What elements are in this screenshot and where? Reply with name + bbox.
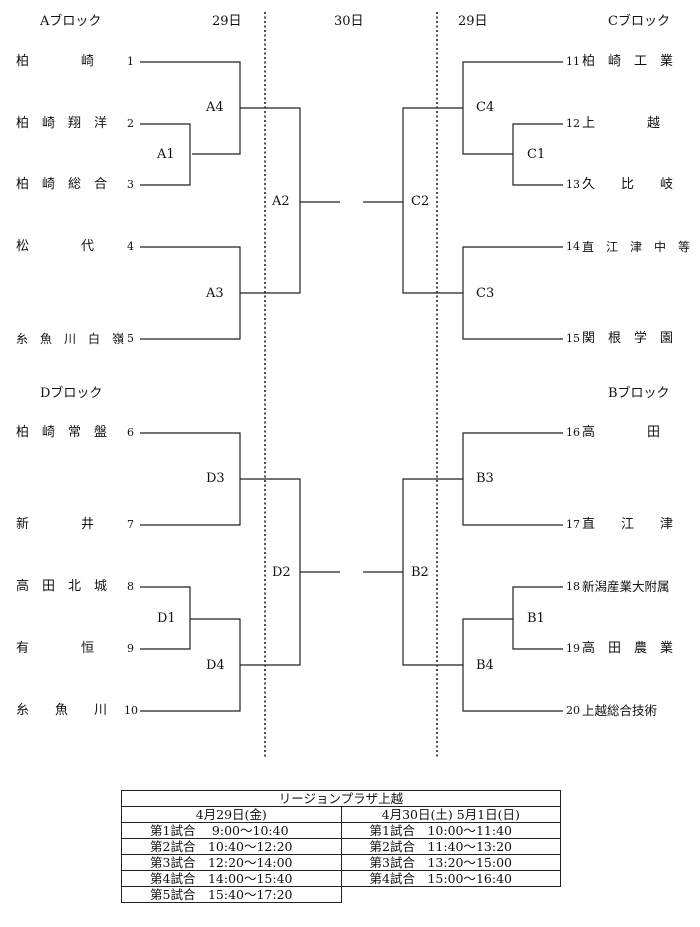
seed-19: 19	[566, 642, 580, 655]
empty-cell	[340, 886, 561, 903]
match-c3: C3	[476, 286, 495, 301]
seed-3: 3	[127, 178, 134, 191]
seed-11: 11	[566, 55, 580, 68]
team-left-10: 糸 魚 川	[16, 703, 108, 718]
seed-16: 16	[566, 426, 580, 439]
team-right-12: 上 越	[582, 116, 661, 131]
block-c-header: Cブロック	[608, 14, 670, 29]
team-left-3: 柏 崎 総 合	[16, 177, 108, 192]
seed-13: 13	[566, 178, 580, 191]
team-left-2: 柏 崎 翔 洋	[16, 116, 108, 131]
team-left-7: 新 井	[16, 517, 95, 532]
seed-18: 18	[566, 580, 580, 593]
match-c4: C4	[476, 100, 495, 115]
match-d2: D2	[272, 565, 291, 580]
team-right-19: 高 田 農 業	[582, 641, 674, 656]
seed-9: 9	[127, 642, 134, 655]
block-d-header: Dブロック	[40, 386, 103, 401]
seed-2: 2	[127, 117, 134, 130]
day1-slot-4: 第4試合 14:00〜15:40	[121, 870, 342, 887]
day2-header: 4月30日(土) 5月1日(日)	[340, 806, 561, 823]
seed-6: 6	[127, 426, 134, 439]
match-b3: B3	[476, 471, 494, 486]
match-d4: D4	[206, 658, 225, 673]
match-c2: C2	[411, 194, 430, 209]
seed-12: 12	[566, 117, 580, 130]
team-left-8: 高 田 北 城	[16, 579, 108, 594]
block-a-header: Aブロック	[40, 14, 102, 29]
match-c1: C1	[527, 147, 546, 162]
block-b-header: Bブロック	[608, 386, 670, 401]
team-left-5: 糸 魚 川 白 嶺	[16, 332, 125, 346]
match-d3: D3	[206, 471, 225, 486]
seed-1: 1	[127, 55, 134, 68]
day-right-header: 29日	[458, 14, 488, 29]
day-center-header: 30日	[334, 14, 364, 29]
team-left-1: 柏 崎	[16, 54, 95, 69]
day2-slot-2: 第2試合 11:40〜13:20	[340, 838, 561, 855]
day1-slot-3: 第3試合 12:20〜14:00	[121, 854, 342, 871]
seed-14: 14	[566, 240, 580, 253]
seed-5: 5	[127, 332, 134, 345]
day1-slot-5: 第5試合 15:40〜17:20	[121, 886, 342, 903]
match-a4: A4	[206, 100, 224, 115]
team-right-17: 直 江 津	[582, 517, 674, 532]
match-b2: B2	[411, 565, 429, 580]
day2-slot-3: 第3試合 13:20〜15:00	[340, 854, 561, 871]
team-right-20: 上越総合技術	[582, 703, 658, 718]
day-left-header: 29日	[212, 14, 242, 29]
match-b4: B4	[476, 658, 494, 673]
match-a2: A2	[272, 194, 290, 209]
bracket-lines	[140, 12, 563, 758]
team-right-14: 直 江 津 中 等	[582, 240, 691, 254]
seed-15: 15	[566, 332, 580, 345]
day1-slot-1: 第1試合 9:00〜10:40	[121, 822, 342, 839]
team-right-11: 柏 崎 工 業	[582, 54, 674, 69]
day1-slot-2: 第2試合 10:40〜12:20	[121, 838, 342, 855]
day1-header: 4月29日(金)	[121, 806, 342, 823]
match-a3: A3	[206, 286, 224, 301]
seed-10: 10	[124, 704, 138, 717]
seed-8: 8	[127, 580, 134, 593]
team-right-16: 高 田	[582, 425, 661, 440]
match-b1: B1	[527, 611, 545, 626]
venue-title: リージョンプラザ上越	[121, 790, 561, 807]
team-right-13: 久 比 岐	[582, 177, 674, 192]
seed-20: 20	[566, 704, 580, 717]
team-right-15: 関 根 学 園	[582, 331, 674, 346]
team-left-4: 松 代	[16, 239, 95, 254]
day2-slot-1: 第1試合 10:00〜11:40	[340, 822, 561, 839]
seed-4: 4	[127, 240, 134, 253]
day2-slot-4: 第4試合 15:00〜16:40	[340, 870, 561, 887]
seed-7: 7	[127, 518, 134, 531]
team-left-9: 有 恒	[16, 641, 95, 656]
team-right-18: 新潟産業大附属	[582, 579, 670, 594]
seed-17: 17	[566, 518, 580, 531]
match-a1: A1	[157, 147, 175, 162]
team-left-6: 柏 崎 常 盤	[16, 425, 108, 440]
schedule-table: リージョンプラザ上越 4月29日(金) 4月30日(土) 5月1日(日) 第1試…	[121, 790, 561, 903]
match-d1: D1	[157, 611, 176, 626]
